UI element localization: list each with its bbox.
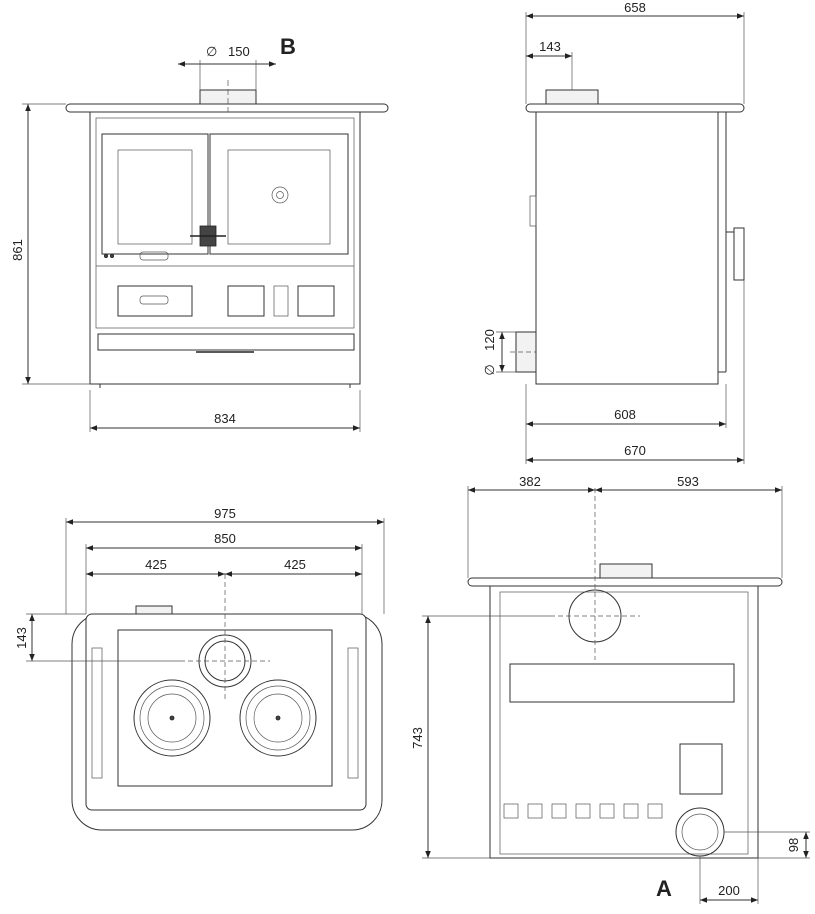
top-half-right: 425 bbox=[284, 557, 306, 572]
front-height: 861 bbox=[10, 239, 25, 261]
rear-view: 382 593 743 98 200 A bbox=[410, 474, 810, 904]
front-view: ∅ 150 B 861 834 bbox=[10, 34, 389, 432]
side-body-depth: 608 bbox=[614, 407, 636, 422]
side-flue-offset: 143 bbox=[539, 39, 561, 54]
rear-height: 743 bbox=[410, 727, 425, 749]
top-half-left: 425 bbox=[145, 557, 167, 572]
rear-outlet-height: 98 bbox=[786, 838, 801, 852]
side-base-depth: 670 bbox=[624, 443, 646, 458]
top-overall-width: 975 bbox=[214, 506, 236, 521]
side-outlet-symbol: ∅ bbox=[482, 364, 497, 375]
top-inner-width: 850 bbox=[214, 531, 236, 546]
side-view: 658 143 120 ∅ 608 670 bbox=[482, 0, 745, 464]
side-outlet-diameter: 120 bbox=[482, 329, 497, 351]
side-overall-depth: 658 bbox=[624, 0, 646, 15]
front-flue-diameter: 150 bbox=[228, 44, 250, 59]
rear-left-offset: 382 bbox=[519, 474, 541, 489]
rear-view-label: A bbox=[656, 876, 672, 901]
front-flue-symbol: ∅ bbox=[206, 44, 217, 59]
rear-outlet-offset: 200 bbox=[718, 883, 740, 898]
front-width: 834 bbox=[214, 411, 236, 426]
top-flue-offset: 143 bbox=[14, 627, 29, 649]
top-view: 975 850 425 425 143 bbox=[14, 506, 385, 831]
front-view-label: B bbox=[280, 34, 296, 59]
rear-right-offset: 593 bbox=[677, 474, 699, 489]
